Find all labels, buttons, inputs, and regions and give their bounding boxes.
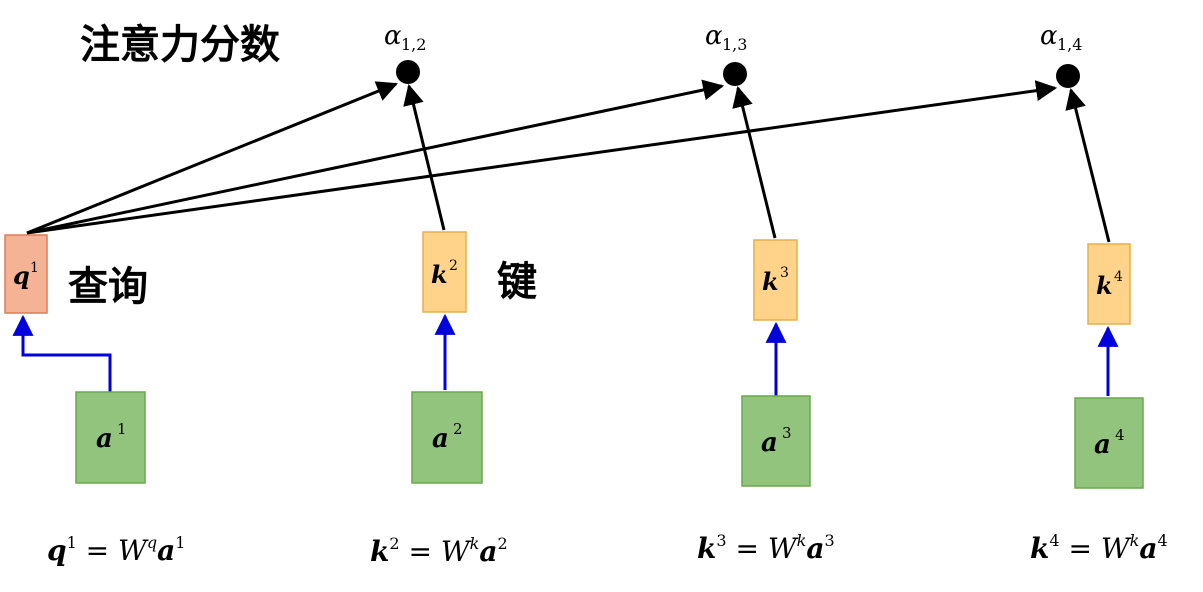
equation-equals: = [400, 535, 441, 568]
score-symbol: α [705, 21, 723, 51]
query-arrow-to-score-1-3 [26, 79, 725, 235]
key-symbol: k [762, 267, 779, 296]
score-symbol: α [1040, 21, 1058, 51]
equation-lhs-sup: 1 [67, 533, 77, 552]
equation-lhs-sup: 3 [716, 531, 726, 550]
score-subscript: 1,4 [1057, 35, 1082, 54]
equation-query: q1 = Wqa1 [47, 533, 185, 567]
key-sup: 3 [780, 265, 789, 281]
query-arrow-to-score-1-2 [26, 81, 398, 235]
equation-lhs-sup: 4 [1049, 531, 1059, 550]
key-box-3: k 3 [753, 239, 798, 321]
query-arrow-to-score-1-4 [26, 80, 1058, 235]
equation-rhs-sup: 4 [1158, 531, 1168, 550]
score-label-1-2: α 1,2 [384, 21, 426, 54]
query-symbol: q [13, 261, 30, 290]
equation-weight: W [768, 532, 799, 565]
equation-key-2: k2 = Wka2 [370, 534, 508, 568]
input-box-4: a 4 [1074, 397, 1144, 489]
score-label-1-4: α 1,4 [1040, 21, 1082, 54]
equation-rhs-sup: 2 [498, 534, 508, 553]
key-arrow-to-score-1-3 [732, 85, 777, 239]
input-box-3: a 3 [741, 395, 811, 487]
query-box: q 1 [4, 234, 48, 314]
equation-equals: = [77, 534, 118, 567]
score-subscript: 1,2 [401, 35, 426, 54]
query-label: 查询 [68, 264, 148, 310]
query-sup: 1 [30, 260, 39, 276]
equation-lhs-sup: 2 [389, 534, 399, 553]
score-node-1-3 [723, 62, 747, 86]
equation-rhs-sup: 1 [175, 533, 185, 552]
equation-rhs: a [479, 535, 497, 568]
input-sup: 1 [117, 420, 127, 438]
key-box-4: k 4 [1087, 243, 1131, 325]
equation-weight-sup: k [797, 531, 807, 550]
key-sup: 4 [1114, 269, 1123, 285]
score-label-1-3: α 1,3 [705, 21, 747, 54]
input-box-1: a 1 [75, 391, 146, 484]
equation-equals: = [727, 532, 768, 565]
score-subscript: 1,3 [722, 35, 747, 54]
key-box-2: k 2 [422, 231, 467, 313]
equation-weight-sup: q [147, 533, 157, 552]
diagram-title: 注意力分数 [80, 22, 280, 68]
score-node-1-2 [396, 60, 420, 84]
equation-weight: W [1101, 532, 1132, 565]
input-symbol: a [1094, 430, 1111, 460]
key-symbol: k [1096, 271, 1113, 300]
key-symbol: k [431, 260, 448, 289]
equation-rhs: a [157, 534, 175, 567]
equation-rhs: a [806, 532, 824, 565]
key-arrow-to-score-1-4 [1065, 87, 1111, 243]
input-sup: 4 [1115, 426, 1125, 444]
key-arrow-to-score-1-2 [403, 83, 446, 231]
equation-equals: = [1060, 532, 1101, 565]
equation-weight-sup: k [1130, 531, 1140, 550]
equation-weight: W [118, 534, 149, 567]
input-symbol: a [761, 428, 778, 458]
input-arrow-1 [12, 314, 112, 392]
equation-rhs-sup: 3 [825, 531, 835, 550]
input-symbol: a [432, 424, 449, 454]
equation-lhs: k [1030, 532, 1049, 565]
score-symbol: α [384, 21, 402, 51]
key-sup: 2 [449, 258, 458, 274]
equation-weight-sup: k [470, 534, 480, 553]
equation-rhs: a [1139, 532, 1157, 565]
equation-lhs: k [370, 535, 389, 568]
key-label: 键 [497, 259, 537, 305]
input-sup: 2 [453, 420, 463, 438]
equation-key-4: k4 = Wka4 [1030, 531, 1168, 565]
input-symbol: a [96, 424, 113, 454]
input-box-2: a 2 [411, 391, 483, 484]
equation-weight: W [441, 535, 472, 568]
equation-lhs: k [697, 532, 716, 565]
equation-lhs: q [47, 534, 67, 567]
score-node-1-4 [1056, 64, 1080, 88]
equation-key-3: k3 = Wka3 [697, 531, 835, 565]
input-sup: 3 [782, 424, 792, 442]
